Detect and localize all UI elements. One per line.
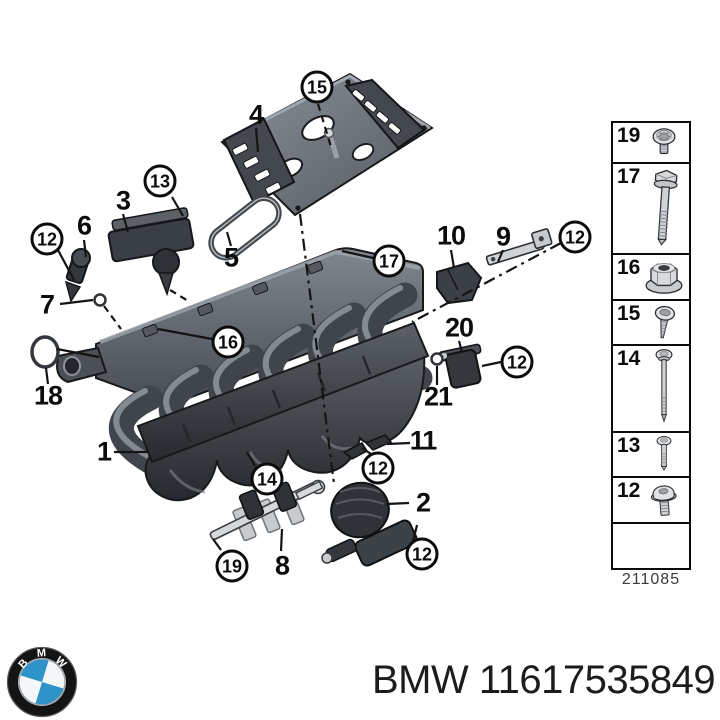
callout-3[interactable]: 3 xyxy=(115,185,131,216)
callout-7[interactable]: 7 xyxy=(39,289,55,320)
part-number-text: BMW 11617535849 xyxy=(372,658,716,702)
manifold-front-rail xyxy=(136,321,430,464)
o-ring-sensor xyxy=(430,352,444,366)
torx-screw-icon xyxy=(641,125,687,159)
arrow-icon xyxy=(616,526,720,565)
fastener-table: 19 17 16 15 14 13 12 xyxy=(611,121,691,570)
o-ring-small xyxy=(93,293,107,307)
callout-18[interactable]: 18 xyxy=(33,380,63,411)
callout-5[interactable]: 5 xyxy=(223,242,239,273)
flange-nut-icon xyxy=(641,257,687,296)
callout-20[interactable]: 20 xyxy=(444,312,474,343)
callout-11[interactable]: 11 xyxy=(409,425,438,456)
callout-21[interactable]: 21 xyxy=(423,381,453,412)
fastener-label: 19 xyxy=(617,124,641,147)
fastener-row-13[interactable]: 13 xyxy=(613,433,689,478)
cover-plate-right-block xyxy=(344,78,426,150)
callout-9[interactable]: 9 xyxy=(495,221,511,252)
diagram-ref-number: 211085 xyxy=(621,571,681,588)
callout-14[interactable]: 14 xyxy=(250,462,284,496)
fastener-row-16[interactable]: 16 xyxy=(613,255,689,301)
callout-4[interactable]: 4 xyxy=(248,99,264,130)
fastener-label: 15 xyxy=(617,302,641,325)
intake-manifold xyxy=(55,247,433,502)
callout-8[interactable]: 8 xyxy=(274,550,290,581)
callout-13[interactable]: 13 xyxy=(143,164,177,198)
profile-gasket xyxy=(208,195,282,261)
fastener-label: 12 xyxy=(617,479,641,502)
fastener-label: 13 xyxy=(617,434,641,457)
more-fasteners-cell[interactable] xyxy=(613,524,689,568)
o-ring-large xyxy=(30,335,60,369)
fastener-row-15[interactable]: 15 xyxy=(613,301,689,346)
callout-12[interactable]: 12 xyxy=(30,222,64,256)
washer-screw-icon xyxy=(641,480,687,519)
fastener-row-14[interactable]: 14 xyxy=(613,346,689,433)
manifold-plenum xyxy=(144,350,426,502)
long-bolt-icon xyxy=(641,348,687,428)
callout-15[interactable]: 15 xyxy=(300,70,334,104)
leader-lines xyxy=(44,103,562,552)
hex-bolt-icon xyxy=(641,166,687,250)
callout-16[interactable]: 16 xyxy=(211,325,245,359)
maf-sensor xyxy=(107,207,195,297)
callout-2[interactable]: 2 xyxy=(415,487,431,518)
bmw-logo xyxy=(6,646,78,718)
callout-10[interactable]: 10 xyxy=(436,220,466,251)
callout-19[interactable]: 19 xyxy=(215,549,249,583)
fastener-label: 17 xyxy=(617,165,641,188)
callout-12[interactable]: 12 xyxy=(558,220,592,254)
adjuster-actuator xyxy=(321,481,418,567)
sensor-rail xyxy=(209,479,326,542)
callout-6[interactable]: 6 xyxy=(76,210,92,241)
cover-plate-left-block xyxy=(222,117,296,205)
fastener-label: 14 xyxy=(617,347,641,370)
fastener-label: 16 xyxy=(617,256,641,279)
holder-bracket xyxy=(485,228,553,266)
callout-1[interactable]: 1 xyxy=(96,436,112,467)
temp-sensor xyxy=(64,248,91,303)
fastener-row-17[interactable]: 17 xyxy=(613,164,689,255)
callout-17[interactable]: 17 xyxy=(372,244,406,278)
cover-plate xyxy=(220,72,434,217)
stud-screw-icon xyxy=(641,435,687,473)
fastener-row-12[interactable]: 12 xyxy=(613,478,689,524)
support-bracket xyxy=(436,261,483,305)
callout-12[interactable]: 12 xyxy=(361,451,395,485)
callout-12[interactable]: 12 xyxy=(405,537,439,571)
callout-12[interactable]: 12 xyxy=(500,345,534,379)
tapping-screw-icon xyxy=(641,303,687,341)
fastener-row-19[interactable]: 19 xyxy=(613,123,689,164)
